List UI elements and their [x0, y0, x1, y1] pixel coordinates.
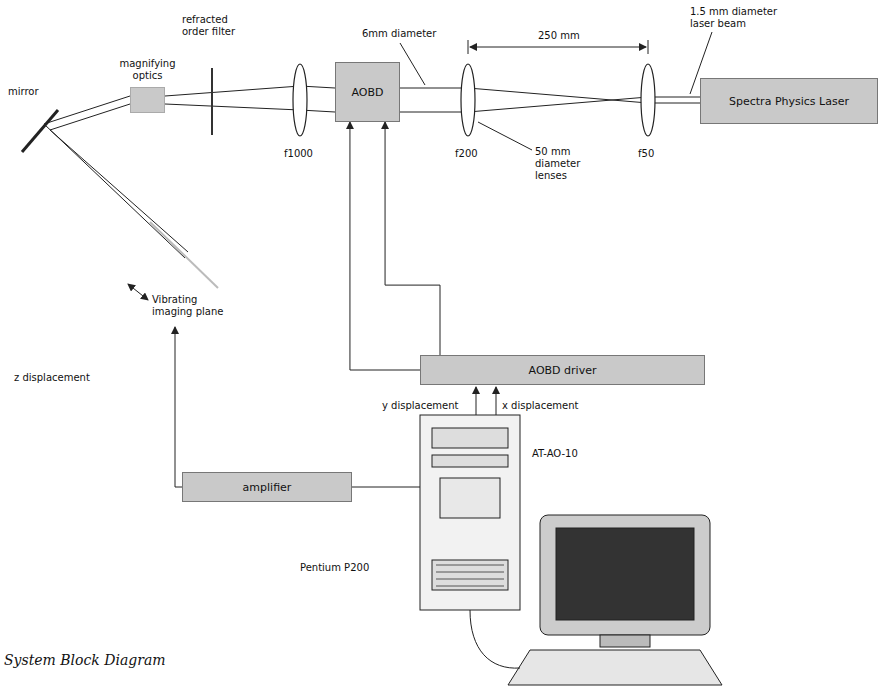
part-name: Vibrating imaging plane [152, 294, 232, 318]
aobd-box: AOBD [335, 62, 400, 122]
node-label: AOBD driver [529, 364, 597, 377]
driver-box: AOBD driver [420, 355, 705, 385]
dimension: 50 mm diameter lenses [535, 146, 615, 182]
signal-name: z displacement [14, 372, 90, 384]
lens-label: f1000 [284, 148, 313, 160]
dimension: 1.5 mm diameter laser beam [690, 6, 800, 30]
laser-box: Spectra Physics Laser [700, 78, 878, 124]
part-name: mirror [8, 86, 39, 98]
optics-block: magnifying optics [130, 87, 165, 113]
amplifier-box: amplifier [182, 472, 352, 502]
part-name: refracted order filter [182, 14, 252, 38]
board-name: AT-AO-10 [532, 448, 578, 460]
node-label: AOBD [351, 86, 383, 99]
computer-name: Pentium P200 [300, 562, 369, 574]
node-label: amplifier [243, 481, 292, 494]
dimension: 250 mm [538, 30, 580, 42]
node-label: magnifying optics [113, 58, 183, 82]
dimension: 6mm diameter [362, 28, 436, 40]
signal-connector [385, 122, 440, 355]
lens-label: f200 [455, 148, 478, 160]
node-label: Spectra Physics Laser [729, 95, 849, 108]
signal-name: x displacement [502, 400, 579, 412]
signal-name: y displacement [382, 400, 459, 412]
figure-caption: System Block Diagram [4, 652, 166, 668]
lens-label: f50 [638, 148, 654, 160]
